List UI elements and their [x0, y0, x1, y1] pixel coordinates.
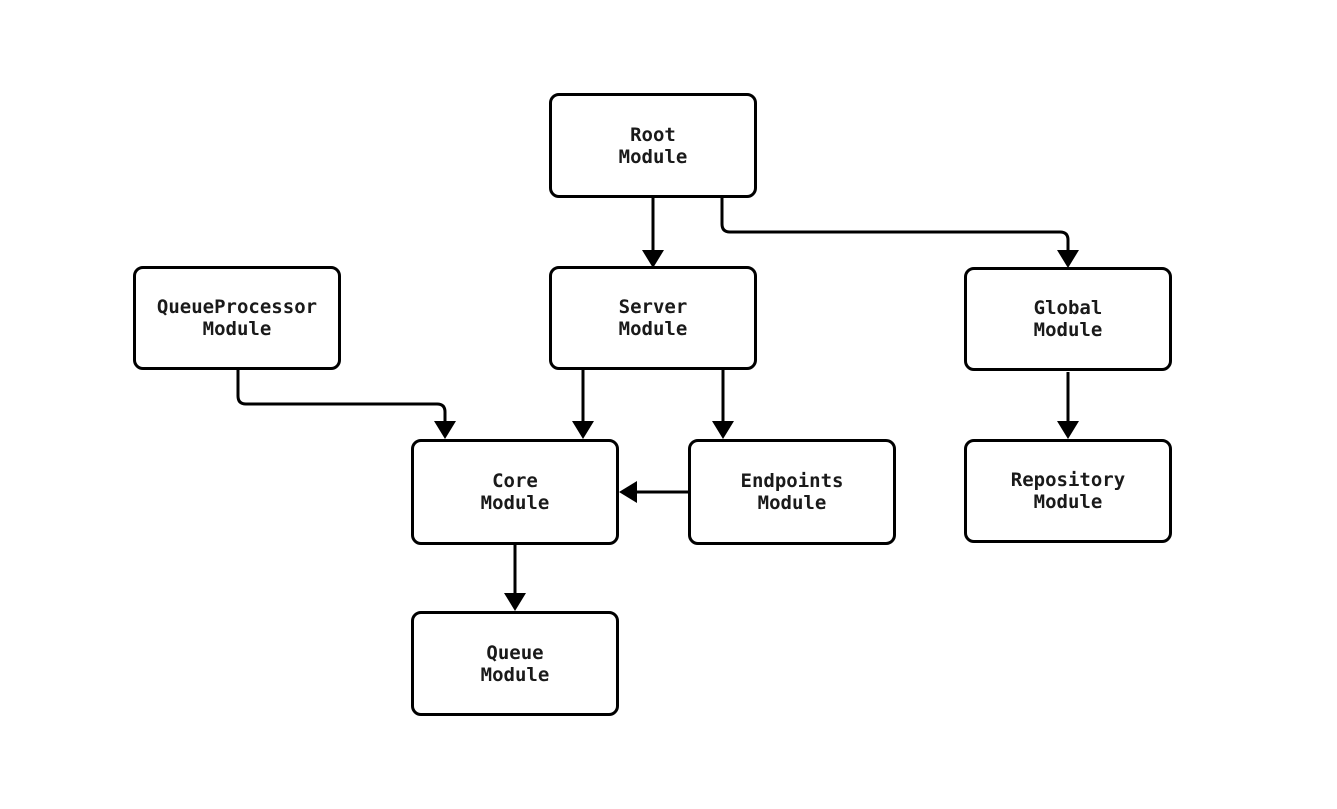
arrowhead-down-icon [1057, 421, 1079, 439]
node-label-line: Core [492, 470, 538, 492]
node-root-module: Root Module [549, 93, 757, 198]
edge-endpoints-to-core [619, 481, 688, 503]
node-repository-module: Repository Module [964, 439, 1172, 543]
node-global-module: Global Module [964, 267, 1172, 371]
node-label-line: Queue [486, 641, 544, 664]
edge-root-to-global [720, 198, 1079, 268]
arrowhead-down-icon [642, 250, 664, 268]
arrowhead-down-icon [1057, 250, 1079, 268]
node-label-line: Global [1033, 297, 1103, 319]
node-label-line: Module [202, 318, 272, 340]
node-label-line: Module [618, 145, 688, 168]
node-core-module: Core Module [411, 439, 619, 545]
node-label-line: QueueProcessor [156, 296, 318, 318]
node-label-line: Server [618, 296, 688, 318]
node-server-module: Server Module [549, 266, 757, 370]
node-label-line: Module [1033, 491, 1103, 513]
arrowhead-down-icon [504, 593, 526, 611]
edge-core-to-queue [504, 545, 526, 611]
node-label-line: Module [757, 492, 827, 514]
edge-server-to-endpoints [712, 370, 734, 439]
edge-queueprocessor-to-core [236, 370, 456, 439]
node-endpoints-module: Endpoints Module [688, 439, 896, 545]
node-queueprocessor-module: QueueProcessor Module [133, 266, 341, 370]
edge-root-to-server [642, 198, 664, 268]
arrowhead-down-icon [434, 421, 456, 439]
node-label-line: Module [480, 663, 550, 686]
arrowhead-down-icon [712, 421, 734, 439]
node-label-line: Endpoints [740, 470, 844, 492]
node-label-line: Module [1033, 319, 1103, 341]
arrowhead-down-icon [572, 421, 594, 439]
edge-server-to-core [572, 370, 594, 439]
node-queue-module: Queue Module [411, 611, 619, 716]
edge-global-to-repository [1057, 372, 1079, 439]
node-label-line: Module [480, 492, 550, 514]
node-label-line: Repository [1010, 469, 1126, 491]
node-label-line: Module [618, 318, 688, 340]
node-label-line: Root [630, 123, 676, 146]
arrowhead-left-icon [619, 481, 637, 503]
